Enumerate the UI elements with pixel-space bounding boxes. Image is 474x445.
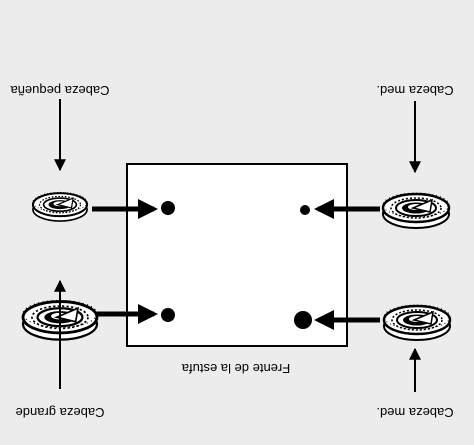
label-front-right: Cabeza pequeña xyxy=(10,83,110,98)
port-front-left xyxy=(294,311,312,329)
port-rear-left xyxy=(300,205,310,215)
burner-head-front-right xyxy=(31,191,89,223)
port-rear-right xyxy=(161,308,175,322)
port-front-right xyxy=(161,201,175,215)
label-rear-right: Cabeza grande xyxy=(16,405,105,420)
stove-plate xyxy=(126,163,348,347)
label-rear-left: Cabeza med. xyxy=(376,83,453,98)
plate-label: Frente de la estufa xyxy=(181,361,290,376)
burner-head-rear-left xyxy=(381,191,451,230)
burner-head-front-left xyxy=(382,303,452,342)
label-front-left: Cabeza med. xyxy=(376,405,453,420)
